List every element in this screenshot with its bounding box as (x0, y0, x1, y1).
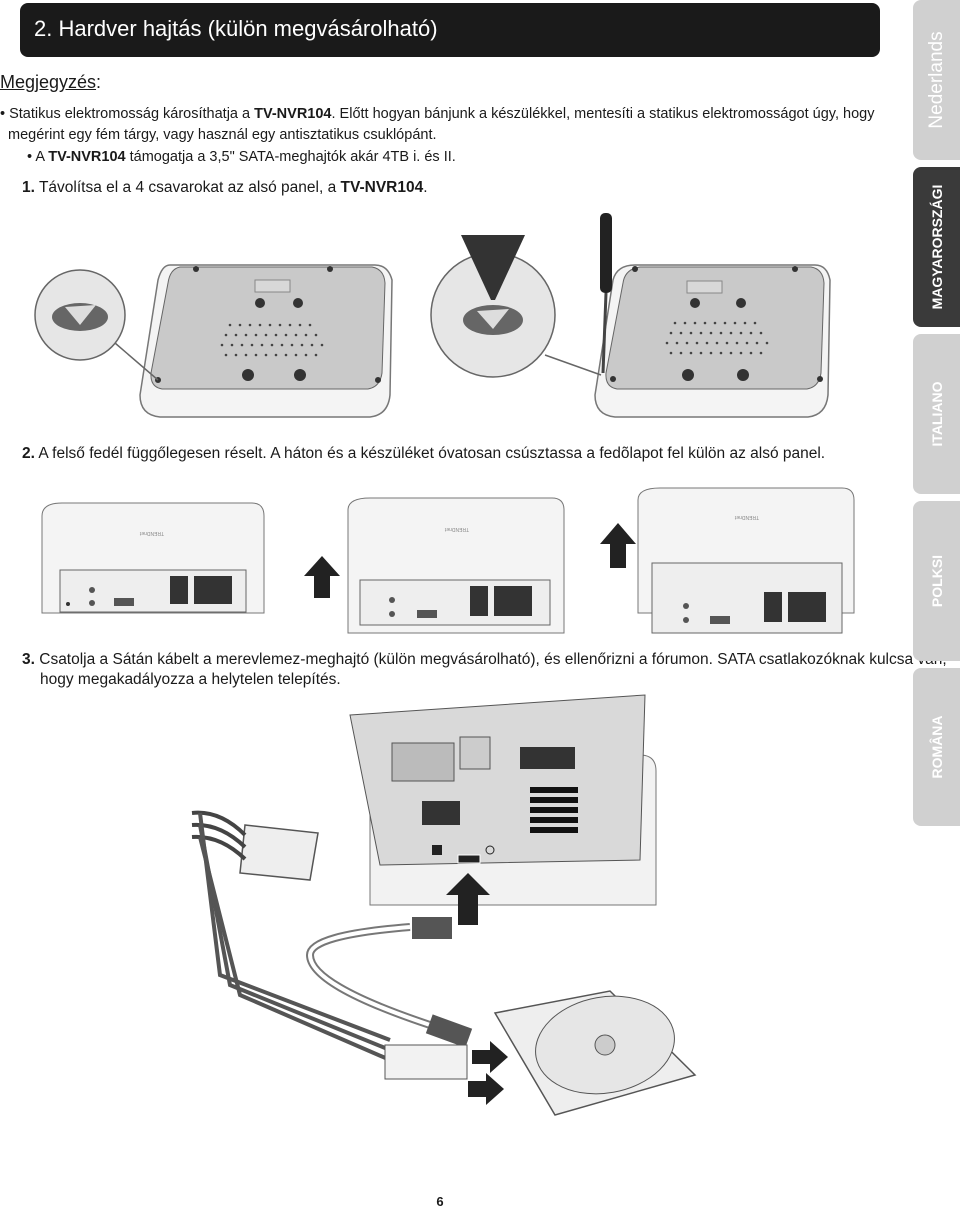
note-bullet-2: • A TV-NVR104 támogatja a 3,5" SATA-megh… (27, 149, 456, 165)
tab-nederlands[interactable]: Nederlands (913, 0, 960, 160)
step-1-text: 1. Távolítsa el a 4 csavarokat az alsó p… (22, 179, 428, 196)
cover-slide-illustration: TRENDnet TRENDnet TRENDnet (41, 487, 855, 634)
step-3-text-line2: hogy megakadályozza a helytelen telepíté… (40, 671, 341, 688)
tab-magyarorszagi[interactable]: MAGYARORSZÁGI (913, 167, 960, 327)
step-3-text: 3. Csatolja a Sátán kábelt a merevlemez-… (22, 651, 947, 668)
note-bullet-1: • Statikus elektromosság károsíthatja a … (0, 106, 875, 122)
device-logo: TRENDnet (139, 530, 164, 536)
section-header-bar: 2. Hardver hajtás (külön megvásárolható) (20, 3, 880, 57)
note-bullet-1-line2: megérint egy fém tárgy, vagy használ egy… (8, 127, 437, 143)
tab-italiano[interactable]: ITALIANO (913, 334, 960, 494)
device-logo: TRENDnet (734, 514, 759, 520)
device-bottom-screwdriver-illustration (430, 213, 831, 418)
step-2-text: 2. A felső fedél függőlegesen réselt. A … (22, 445, 826, 462)
bullet-icon: • (27, 149, 36, 165)
section-title: 2. Hardver hajtás (külön megvásárolható) (34, 16, 438, 41)
tab-polksi[interactable]: POLKSI (913, 501, 960, 661)
sata-connection-illustration (191, 694, 697, 1116)
bullet-icon: • (0, 106, 10, 122)
tab-romana[interactable]: ROMÂNA (913, 668, 960, 826)
device-bottom-left-illustration (34, 264, 393, 418)
page-number: 6 (436, 1194, 444, 1209)
device-logo: TRENDnet (444, 526, 469, 532)
note-title: Megjegyzés: (0, 72, 102, 92)
